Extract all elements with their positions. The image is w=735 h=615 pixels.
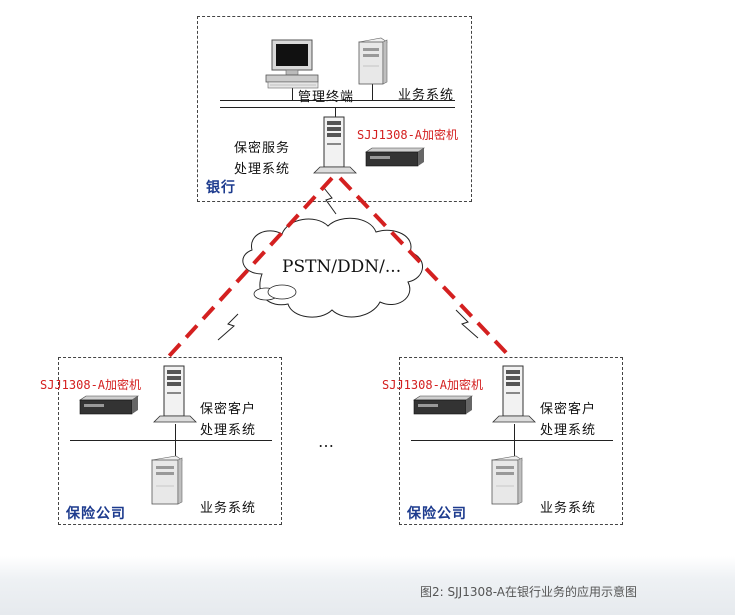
lightning-bolt-icon <box>217 313 239 341</box>
bank-link-terminal <box>292 88 293 100</box>
management-terminal-icon <box>265 39 319 89</box>
bank-service-label-1: 保密服务 <box>234 141 291 156</box>
encrypted-link-left <box>158 176 334 368</box>
cloud-label: PSTN/DDN/... <box>282 257 402 277</box>
insurer-1-encryptor-label: SJJ1308-A加密机 <box>40 378 142 392</box>
bank-business-label: 业务系统 <box>398 88 455 103</box>
insurer-1-label: 保险公司 <box>66 506 126 522</box>
insurer-1-lan-line <box>70 440 272 441</box>
insurer-1-client-server-icon <box>153 365 197 423</box>
bank-encryptor-label: SJJ1308-A加密机 <box>357 128 459 142</box>
bank-service-server-icon <box>313 116 357 174</box>
insurer-2-label: 保险公司 <box>407 506 467 522</box>
bank-label: 银行 <box>206 180 236 196</box>
insurer-1-business-label: 业务系统 <box>200 501 257 516</box>
insurer-1-encryptor-icon <box>79 395 139 415</box>
bank-business-server-icon <box>358 37 388 85</box>
insurer-2-client-server-icon <box>492 365 536 423</box>
encrypted-link-right <box>338 176 517 364</box>
insurer-2-client-label-2: 处理系统 <box>540 423 597 438</box>
insurer-2-link-business <box>514 440 515 456</box>
insurer-2-lan-line <box>411 440 613 441</box>
insurer-2-link-server <box>514 424 515 440</box>
footer-band <box>0 556 735 615</box>
bank-encryptor-icon <box>365 147 425 167</box>
insurer-1-client-label-1: 保密客户 <box>200 402 257 417</box>
insurer-1-business-server-icon <box>151 455 183 505</box>
insurer-1-link-business <box>175 440 176 456</box>
bank-link-business <box>372 84 373 100</box>
bank-link-server <box>335 107 336 119</box>
lightning-bolt-icon <box>455 309 479 339</box>
bank-lan-line-top <box>220 100 455 101</box>
insurer-2-business-label: 业务系统 <box>540 501 597 516</box>
lightning-bolt-icon <box>323 187 337 215</box>
insurer-2-client-label-1: 保密客户 <box>540 402 597 417</box>
insurer-2-encryptor-label: SJJ1308-A加密机 <box>382 378 484 392</box>
insurer-1-client-label-2: 处理系统 <box>200 423 257 438</box>
network-cloud-icon <box>242 217 423 318</box>
insurer-1-link-server <box>175 424 176 440</box>
figure-caption: 图2: SJJ1308-A在银行业务的应用示意图 <box>420 585 638 599</box>
ellipsis: … <box>318 432 336 451</box>
bank-lan-line-bottom <box>220 107 455 108</box>
management-terminal-label: 管理终端 <box>298 90 355 105</box>
insurer-2-encryptor-icon <box>413 395 473 415</box>
bank-service-label-2: 处理系统 <box>234 162 291 177</box>
insurer-2-business-server-icon <box>491 455 523 505</box>
